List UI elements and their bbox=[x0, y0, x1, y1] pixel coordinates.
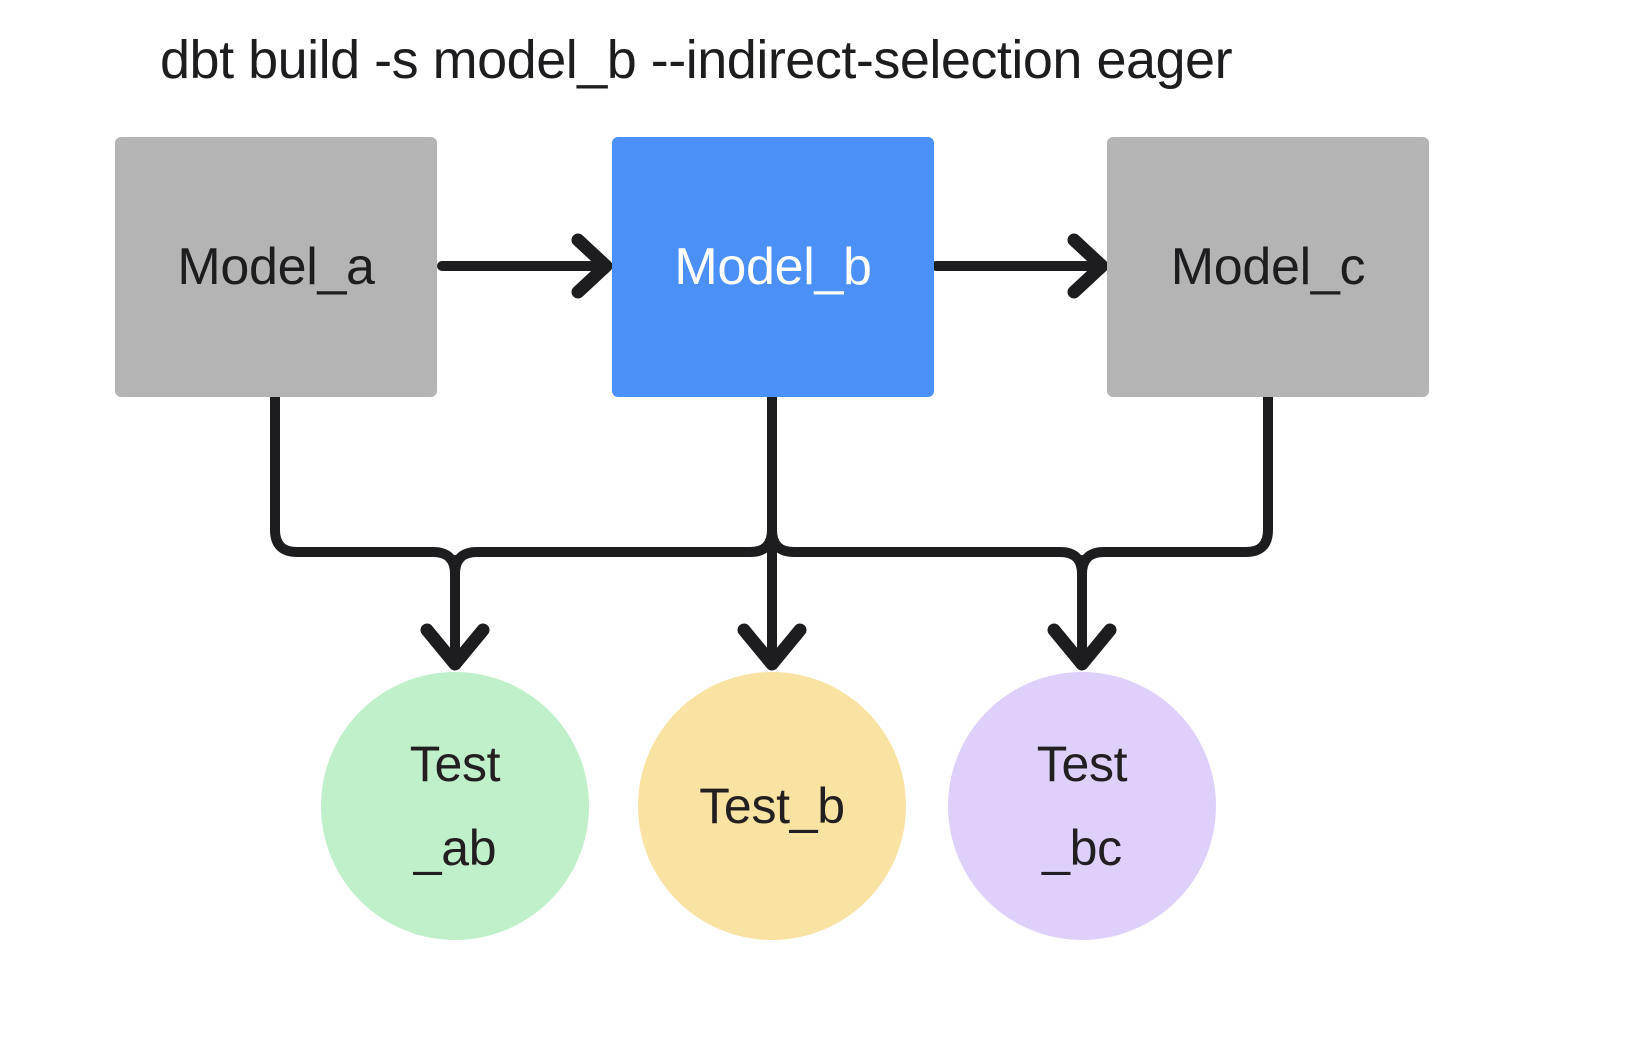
edge-model-c-to-test-bc bbox=[1077, 392, 1273, 579]
test-node-label: Test_b bbox=[699, 778, 845, 834]
edge-model-a-to-test-ab bbox=[270, 392, 460, 579]
test-node-test-b[interactable]: Test_b bbox=[638, 672, 906, 940]
edge-model-a-to-model-b bbox=[437, 233, 613, 299]
edge-model-b-to-model-c bbox=[931, 233, 1109, 299]
diagram-title: dbt build -s model_b --indirect-selectio… bbox=[160, 30, 1233, 90]
edge-stem-test-ab bbox=[420, 555, 490, 671]
edge-model-b-to-test-ab bbox=[450, 392, 777, 579]
edge-model-b-to-test-bc bbox=[767, 392, 1087, 579]
model-node-model-a[interactable]: Model_a bbox=[115, 137, 437, 397]
test-node-test-ab[interactable]: Test _ab bbox=[321, 672, 589, 940]
test-node-label: Test _ab bbox=[409, 736, 501, 876]
test-node-test-bc[interactable]: Test _bc bbox=[948, 672, 1216, 940]
model-node-label: Model_a bbox=[177, 238, 375, 296]
model-node-label: Model_c bbox=[1170, 238, 1366, 296]
edge-stem-test-bc bbox=[1047, 555, 1117, 671]
model-node-label: Model_b bbox=[674, 238, 872, 296]
test-node-label: Test _bc bbox=[1036, 736, 1128, 876]
model-node-model-c[interactable]: Model_c bbox=[1107, 137, 1429, 397]
model-node-model-b[interactable]: Model_b bbox=[612, 137, 934, 397]
